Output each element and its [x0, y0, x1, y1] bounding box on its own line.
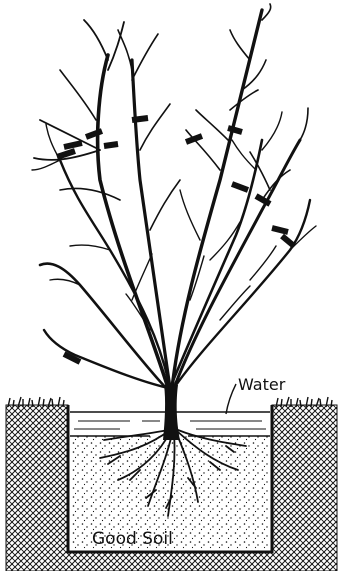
water-leader-line	[226, 384, 236, 414]
branches	[32, 4, 316, 388]
water-label: Water	[238, 375, 286, 394]
good-soil-label: Good Soil	[92, 529, 173, 549]
